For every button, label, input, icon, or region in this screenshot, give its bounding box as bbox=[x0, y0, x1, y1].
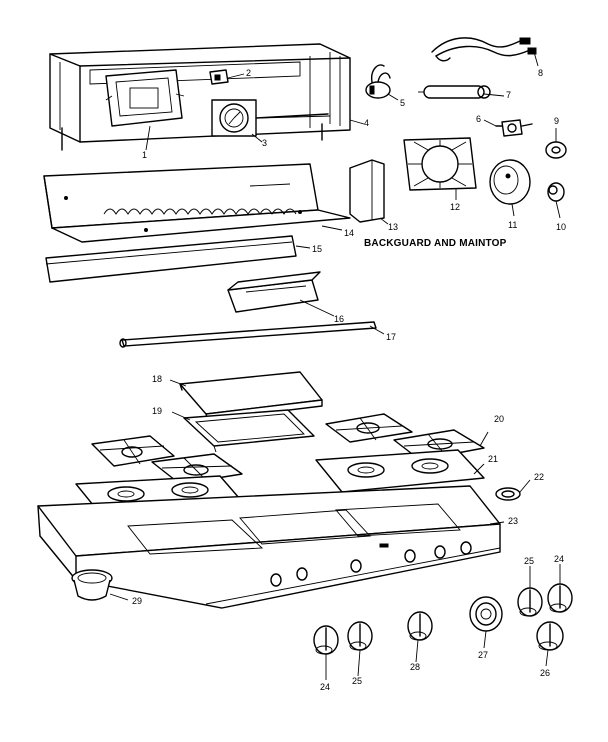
callout-1: 1 bbox=[142, 150, 148, 160]
callout-15: 15 bbox=[312, 244, 323, 254]
callout-20: 20 bbox=[494, 414, 505, 424]
plate-19 bbox=[183, 409, 315, 453]
callout-3: 3 bbox=[262, 138, 268, 148]
part-7-igniter bbox=[418, 85, 491, 99]
part-29-cup bbox=[71, 569, 113, 601]
knob-24-left bbox=[313, 625, 339, 655]
leader-lines bbox=[109, 51, 561, 680]
callout-23: 23 bbox=[508, 516, 519, 526]
rod-17 bbox=[119, 321, 377, 348]
callout-24-right: 24 bbox=[554, 554, 565, 564]
grate-right-1 bbox=[325, 413, 413, 443]
callout-18: 18 bbox=[152, 374, 163, 384]
trim-strip-15 bbox=[45, 235, 297, 283]
callout-8: 8 bbox=[538, 68, 544, 78]
bracket-2 bbox=[209, 69, 229, 85]
callout-2: 2 bbox=[246, 68, 252, 78]
diagram-caption: BACKGUARD AND MAINTOP bbox=[364, 238, 507, 249]
knob-27-timer bbox=[469, 596, 503, 632]
callout-14: 14 bbox=[344, 228, 355, 238]
housing-16 bbox=[227, 271, 321, 313]
part-13-plate bbox=[349, 159, 385, 223]
callout-26: 26 bbox=[540, 668, 551, 678]
part-6-valve bbox=[495, 119, 533, 137]
part-9-nut bbox=[545, 141, 567, 159]
knob-24-right bbox=[547, 583, 573, 613]
callout-28: 28 bbox=[410, 662, 421, 672]
callout-17: 17 bbox=[386, 332, 397, 342]
part-12-clock-face bbox=[403, 137, 477, 191]
callout-4: 4 bbox=[364, 118, 370, 128]
timer-3 bbox=[211, 99, 329, 137]
part-8-wire-harness bbox=[431, 37, 537, 62]
part-5-switch bbox=[365, 64, 391, 99]
clock-assembly bbox=[105, 69, 185, 127]
maintop-23 bbox=[37, 485, 501, 609]
callout-19: 19 bbox=[152, 406, 163, 416]
callout-13: 13 bbox=[388, 222, 399, 232]
burner-pan-21 bbox=[315, 449, 485, 493]
knob-25-right bbox=[517, 587, 543, 617]
callout-24-left: 24 bbox=[320, 682, 331, 692]
part-11-dial bbox=[489, 159, 531, 205]
callout-21: 21 bbox=[488, 454, 499, 464]
callout-9: 9 bbox=[554, 116, 560, 126]
callout-7: 7 bbox=[506, 90, 512, 100]
callout-11: 11 bbox=[508, 220, 518, 230]
knob-28 bbox=[407, 611, 433, 641]
knob-26 bbox=[536, 621, 564, 651]
callout-25-right: 25 bbox=[524, 556, 535, 566]
control-panel-14 bbox=[43, 163, 351, 243]
callout-25-left: 25 bbox=[352, 676, 363, 686]
callout-29: 29 bbox=[132, 596, 143, 606]
callout-5: 5 bbox=[400, 98, 406, 108]
callout-6: 6 bbox=[476, 114, 482, 124]
knob-25-left bbox=[347, 621, 373, 651]
callout-12: 12 bbox=[450, 202, 461, 212]
callout-27: 27 bbox=[478, 650, 489, 660]
grate-left-1 bbox=[91, 435, 175, 467]
part-22-bezel bbox=[495, 487, 521, 501]
callout-10: 10 bbox=[556, 222, 567, 232]
callout-16: 16 bbox=[334, 314, 345, 324]
part-10-knob bbox=[547, 182, 565, 202]
backguard-housing bbox=[49, 43, 351, 151]
callout-22: 22 bbox=[534, 472, 545, 482]
